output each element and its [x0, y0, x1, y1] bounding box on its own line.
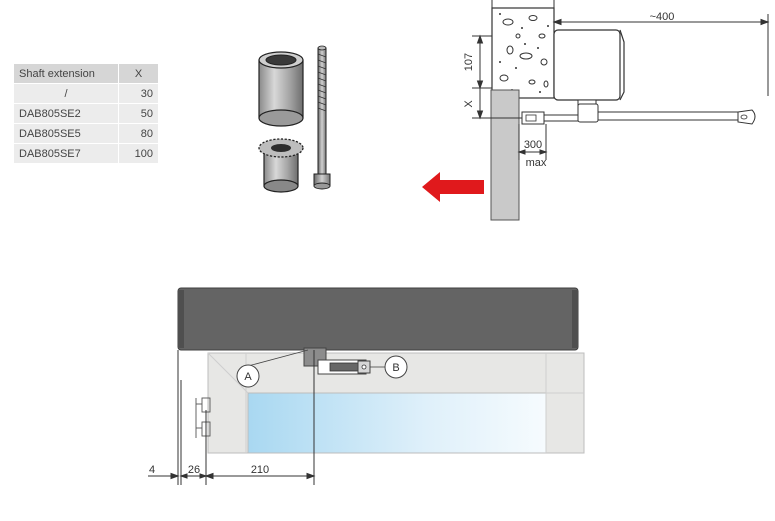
dimension-length [552, 8, 770, 96]
table-row: DAB805SE5 80 [14, 123, 159, 144]
callout-b: B [370, 355, 408, 379]
table-cell-model: / [14, 83, 119, 104]
dimension-x [472, 88, 522, 120]
table-cell-model: DAB805SE5 [14, 123, 119, 144]
dim-frame-label: 26 [188, 464, 200, 476]
shaft-extension-illustration [258, 45, 331, 193]
bolt-part [313, 45, 331, 190]
operator-arm [521, 103, 756, 125]
dim-arm-unit: max [526, 157, 547, 169]
table-cell-x: 80 [118, 123, 159, 144]
door-frame [207, 352, 585, 454]
table-cell-model: DAB805SE2 [14, 103, 119, 124]
dimension-arm [517, 124, 548, 160]
table-cell-x: 100 [118, 143, 159, 164]
dim-arm-label: 300 [524, 139, 542, 151]
header-x: X [118, 64, 159, 84]
operator-housing [553, 29, 625, 111]
shaft-extension-table: Shaft extension X / 30 DAB805SE2 50 DAB8… [14, 64, 159, 164]
sleeve-part [258, 51, 304, 127]
callout-b-label: B [392, 362, 399, 374]
dimension-height [472, 34, 492, 90]
callout-a: A [236, 349, 309, 388]
opening-direction-arrow-icon [422, 172, 484, 202]
dim-offset-label: 210 [251, 464, 269, 476]
table-cell-x: 50 [118, 103, 159, 124]
masonry-lintel [491, 0, 555, 99]
top-view-drawing: A B 4 26 210 [148, 287, 585, 485]
table-row: DAB805SE7 100 [14, 143, 159, 164]
dim-x-label: X [463, 100, 475, 108]
door-jamb [490, 89, 520, 221]
table-row: / 30 [14, 83, 159, 104]
table-header-row: Shaft extension X [14, 64, 159, 84]
dim-length-label: ~400 [650, 11, 675, 23]
header-shaft-extension: Shaft extension [14, 64, 119, 84]
table-cell-x: 30 [118, 83, 159, 104]
table-cell-model: DAB805SE7 [14, 143, 119, 164]
table-row: DAB805SE2 50 [14, 103, 159, 124]
bottom-dimensions [148, 350, 316, 485]
operator-body [177, 287, 579, 351]
dim-edge-label: 4 [149, 464, 155, 476]
side-view-drawing: ~400 107 X 300 max [422, 0, 770, 221]
toothed-collar-part [258, 138, 304, 193]
dim-height-label: 107 [463, 53, 475, 71]
callout-a-label: A [244, 371, 252, 383]
